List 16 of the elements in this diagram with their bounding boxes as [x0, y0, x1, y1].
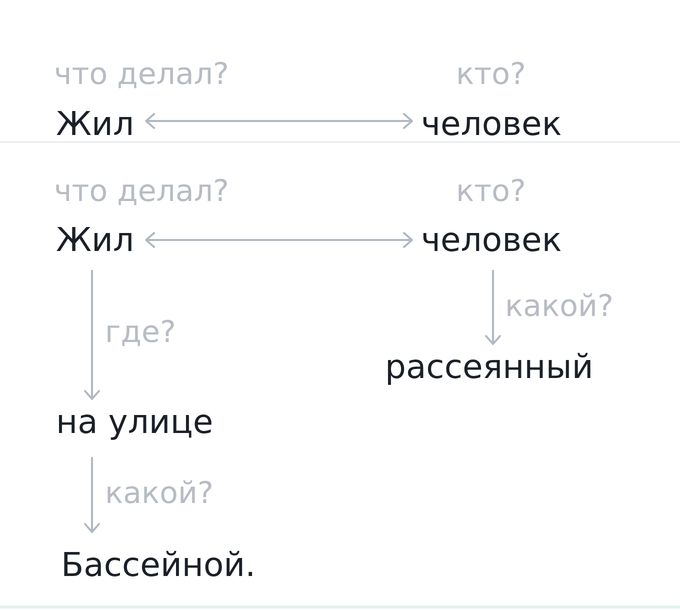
question-label: кто? [456, 174, 526, 210]
question-label: что делал? [54, 57, 229, 93]
arrow [84, 457, 100, 533]
sentence-word: человек [421, 220, 562, 260]
arrow [84, 270, 100, 400]
double-headed-arrow [145, 113, 413, 129]
sentence-word: рассеянный [385, 347, 594, 387]
sentence-word: Жил [56, 220, 134, 260]
arrow [485, 270, 501, 345]
sentence-word: на улице [56, 402, 214, 442]
sentence-word: Бассейной. [61, 545, 256, 585]
sentence-word: человек [421, 104, 562, 144]
double-headed-arrow [145, 232, 413, 248]
sentence-word: Жил [56, 104, 134, 144]
question-label: что делал? [54, 174, 229, 210]
question-label: кто? [456, 57, 526, 93]
